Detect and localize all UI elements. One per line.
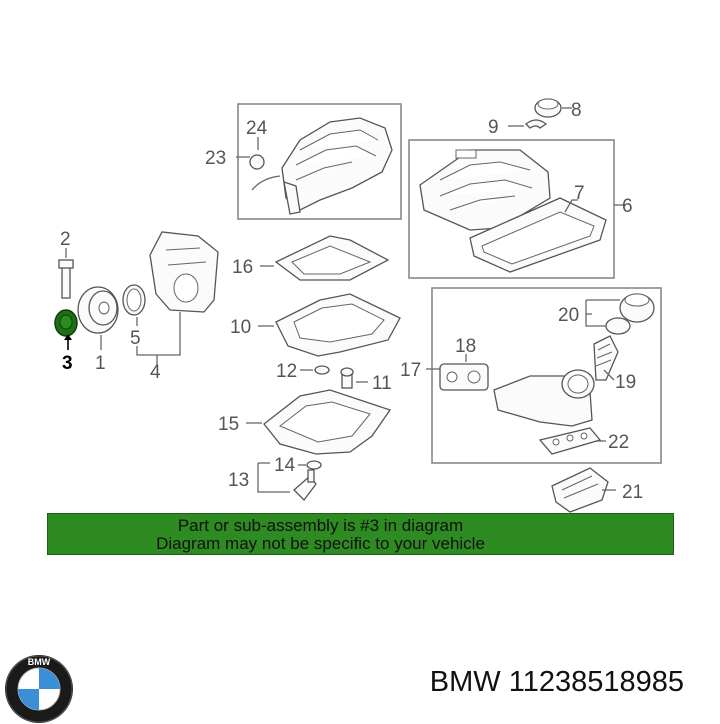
callout-2: 2	[60, 229, 71, 250]
oil-filter-housing-group-box	[431, 287, 662, 464]
callout-20: 20	[558, 305, 579, 326]
seal-ring-highlighted	[54, 309, 78, 337]
callout-1: 1	[95, 353, 106, 374]
drain-plug	[340, 367, 354, 389]
oil-level-sensor	[293, 469, 317, 501]
notice-line-1: Part or sub-assembly is #3 in diagram	[177, 516, 464, 535]
cap-o-ring	[605, 317, 631, 335]
oil-pan-gasket-upper	[274, 235, 390, 281]
sensor-seal	[306, 460, 322, 470]
callout-3: 3	[62, 353, 73, 374]
bmw-roundel-logo: BMW	[5, 655, 73, 723]
oil-filter-cap	[619, 293, 655, 323]
callout-9: 9	[488, 117, 499, 138]
callout-13: 13	[228, 470, 249, 491]
callout-19: 19	[615, 372, 636, 393]
oil-filter-housing	[493, 369, 595, 427]
callout-15: 15	[218, 414, 239, 435]
intake-manifold	[249, 117, 393, 215]
housing-gasket	[439, 363, 489, 391]
logo-letters: BMW	[28, 657, 51, 667]
valve-cover-group-box	[408, 139, 615, 279]
callout-22: 22	[608, 432, 629, 453]
oil-cooler	[551, 467, 609, 513]
callout-12: 12	[276, 361, 297, 382]
part-number: BMW 11238518985	[429, 666, 684, 698]
notice-banner: Part or sub-assembly is #3 in diagram Di…	[47, 513, 674, 555]
oil-pan-lower	[263, 389, 392, 455]
oil-pan	[275, 293, 401, 357]
callout-21: 21	[622, 482, 643, 503]
oil-filter-element	[593, 335, 619, 381]
callout-4: 4	[150, 362, 161, 383]
oil-filler-cap	[534, 98, 562, 118]
callout-24: 24	[246, 118, 268, 139]
notice-line-2: Diagram may not be specific to your vehi…	[156, 534, 485, 553]
timing-cover	[149, 231, 219, 313]
housing-gasket-lower	[538, 427, 602, 455]
callout-8: 8	[571, 100, 582, 121]
filler-seal	[525, 119, 548, 129]
callout-14: 14	[274, 455, 296, 476]
callout-23: 23	[205, 148, 226, 169]
callout-5: 5	[130, 328, 141, 349]
valve-cover	[419, 149, 607, 273]
callout-10: 10	[230, 317, 251, 338]
callout-18: 18	[455, 336, 476, 357]
callout-17: 17	[400, 360, 421, 381]
callout-7: 7	[574, 183, 585, 204]
crankshaft-pulley	[77, 286, 119, 334]
bolt	[58, 259, 74, 299]
callout-16: 16	[232, 257, 253, 278]
drain-washer	[314, 365, 330, 375]
shaft-seal	[122, 284, 146, 316]
intake-manifold-group-box	[237, 103, 402, 220]
callout-6: 6	[622, 196, 633, 217]
callout-11: 11	[372, 373, 392, 394]
